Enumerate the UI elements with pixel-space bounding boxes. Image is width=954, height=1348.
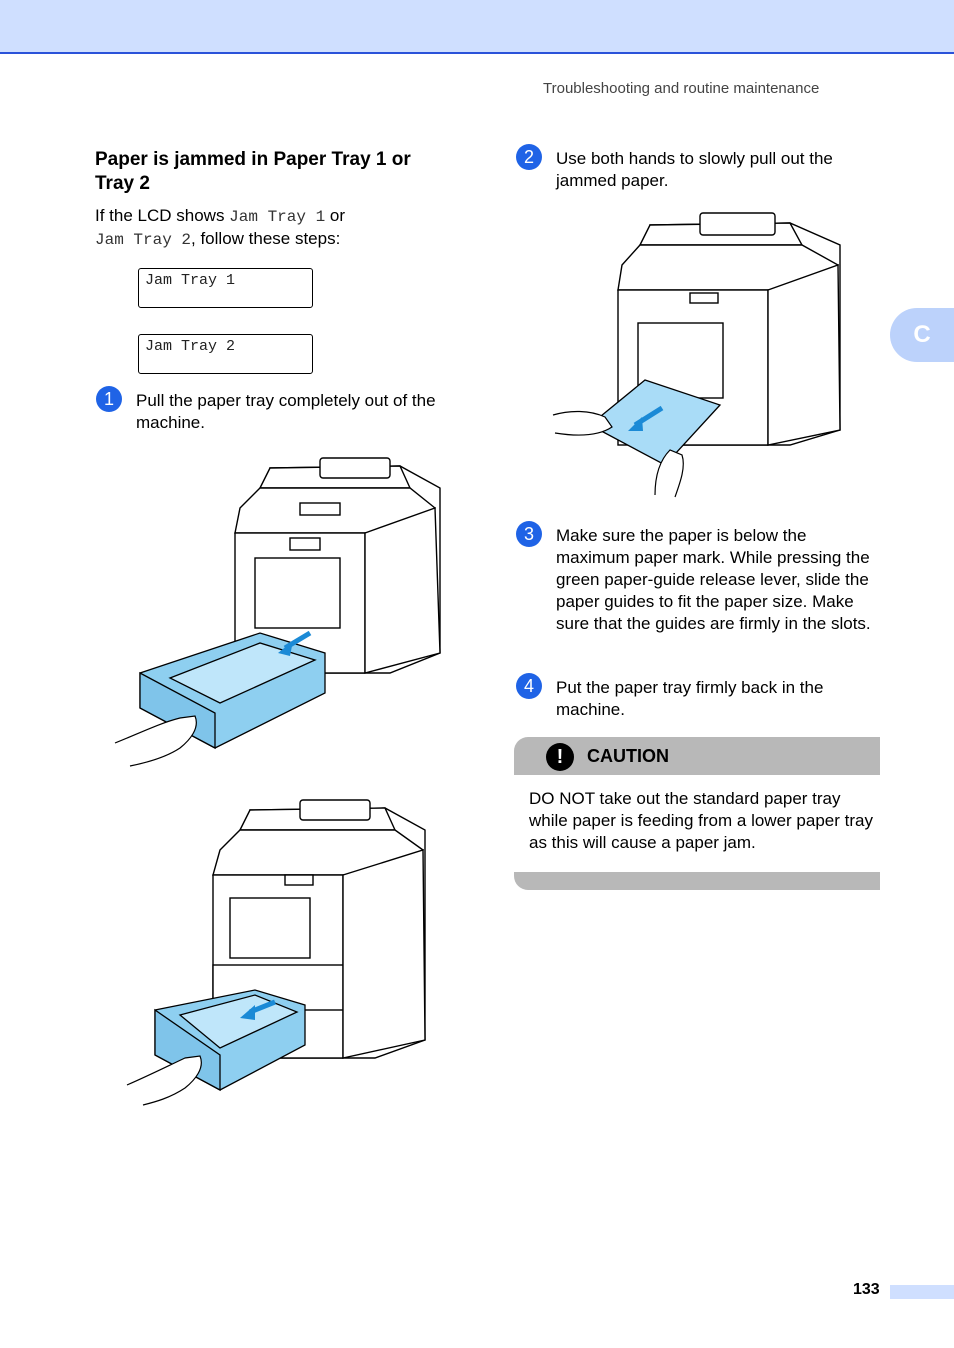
intro-paragraph: If the LCD shows Jam Tray 1 or Jam Tray …: [95, 205, 475, 251]
lcd-message-1: Jam Tray 1: [138, 268, 313, 308]
section-title: Paper is jammed in Paper Tray 1 or Tray …: [95, 149, 411, 194]
intro-code-1: Jam Tray 1: [229, 208, 326, 226]
step-1-text: Pull the paper tray completely out of th…: [136, 391, 436, 432]
page-number-bar: [890, 1285, 954, 1299]
intro-or: or: [325, 206, 346, 225]
step-2-badge: 2: [516, 144, 542, 170]
page-number: 133: [853, 1281, 880, 1298]
intro-prefix: If the LCD shows: [95, 206, 230, 225]
running-header: Troubleshooting and routine maintenance: [543, 80, 820, 97]
caution-label: CAUTION: [587, 746, 669, 766]
top-banner: [0, 0, 954, 54]
step-4-badge: 4: [516, 673, 542, 699]
caution-text: DO NOT take out the standard paper tray …: [529, 789, 873, 852]
exclamation-icon: !: [546, 743, 574, 771]
step-2-text: Use both hands to slowly pull out the ja…: [556, 149, 833, 190]
intro-suffix: , follow these steps:: [191, 229, 341, 248]
caution-header: ! CAUTION: [514, 737, 880, 775]
step-1-badge: 1: [96, 386, 122, 412]
lcd-message-2: Jam Tray 2: [138, 334, 313, 374]
caution-footer-bar: [514, 872, 880, 890]
step-3-text: Make sure the paper is below the maximum…: [556, 526, 871, 633]
step-4-text: Put the paper tray firmly back in the ma…: [556, 678, 824, 719]
section-tab[interactable]: C: [890, 308, 954, 362]
printer-tray1-illustration: [114, 457, 441, 767]
printer-paper-removal-illustration: [552, 212, 841, 498]
printer-tray2-illustration: [126, 799, 426, 1106]
step-3-badge: 3: [516, 521, 542, 547]
intro-code-2: Jam Tray 2: [95, 231, 192, 249]
